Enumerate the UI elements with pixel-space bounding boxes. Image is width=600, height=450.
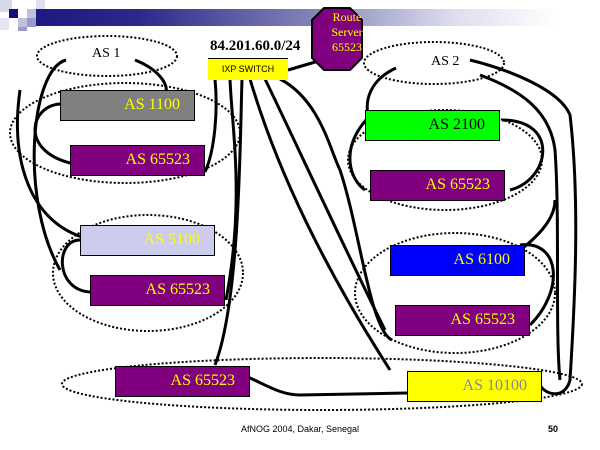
router-as65523-b[interactable]: AS 65523 [90, 275, 225, 306]
as1-label: AS 1 [92, 46, 121, 61]
as2-cloud [363, 41, 505, 85]
router-as65523-a[interactable]: AS 65523 [70, 145, 205, 176]
wire [213, 78, 244, 366]
header-square [9, 9, 18, 18]
header-square [27, 9, 36, 18]
as5100-cloud [52, 214, 244, 332]
route-server-line2: Server [331, 25, 363, 39]
ixp-prefix: 84.201.60.0/24 [210, 38, 301, 54]
wire [263, 78, 387, 331]
title-bar-gradient [35, 9, 555, 26]
as2-label: AS 2 [431, 54, 460, 69]
as10100-cloud [61, 357, 583, 411]
wire [501, 118, 545, 192]
wire [248, 78, 392, 371]
router-as2100[interactable]: AS 2100 [365, 110, 500, 141]
wire [60, 238, 91, 294]
footer-text: AfNOG 2004, Dakar, Senegal [240, 424, 360, 434]
router-as1100[interactable]: AS 1100 [60, 90, 195, 121]
router-as65523-d[interactable]: AS 65523 [395, 305, 530, 336]
wire [224, 78, 238, 301]
router-as5100[interactable]: AS 5100 [80, 225, 215, 256]
route-server[interactable]: Route Server 65523 [322, 10, 372, 55]
wire [479, 73, 562, 381]
wire [522, 199, 557, 250]
header-square [18, 27, 27, 31]
router-as6100[interactable]: AS 6100 [390, 245, 525, 276]
wires [16, 58, 578, 397]
header-square [0, 18, 9, 30]
ixp-switch[interactable]: IXP SWITCH [208, 58, 288, 80]
as6100-cloud [354, 232, 556, 354]
header-square [36, 0, 45, 9]
wire [279, 77, 393, 342]
route-server-line1: Route [332, 10, 362, 24]
page-number: 50 [548, 424, 559, 434]
header-square [18, 0, 27, 9]
router-as65523-e[interactable]: AS 65523 [115, 366, 250, 397]
route-server-line3: 65523 [332, 40, 362, 54]
header-square [18, 18, 27, 27]
as1-cloud [36, 35, 178, 77]
wire [365, 66, 397, 116]
wire [519, 243, 555, 327]
wire [348, 119, 368, 192]
wire [16, 89, 83, 239]
wire [134, 58, 168, 93]
header-square [27, 18, 36, 27]
wire [203, 78, 218, 173]
route-server-octagon [311, 7, 363, 71]
wire [469, 58, 578, 396]
wire [32, 58, 67, 271]
router-as10100[interactable]: AS 10100 [407, 371, 542, 402]
router-as65523-c[interactable]: AS 65523 [370, 170, 505, 201]
wire [33, 102, 71, 165]
